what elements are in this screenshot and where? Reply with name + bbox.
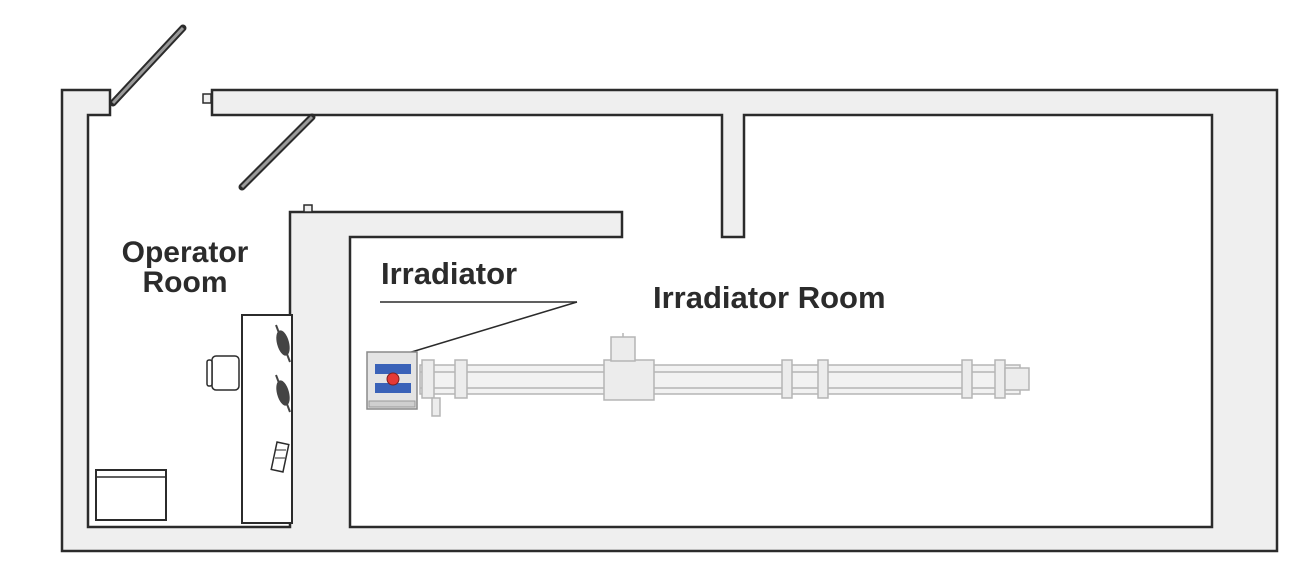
chair-icon [206,355,240,391]
operator-room-label-line1: Operator [121,236,249,269]
door-leaf-outer-inner [111,26,185,105]
irradiator-rail [419,333,1030,417]
door-hinge [202,93,212,104]
irradiator-room-label: Irradiator Room [653,280,886,315]
irradiator-label: Irradiator [381,256,518,291]
monitor-icon [275,374,291,413]
irradiator-leader [380,301,578,361]
operator-room-label: Operator Room [110,238,260,298]
door-hinge [303,204,313,213]
door-leaf-inner-inner [240,115,314,189]
irradiator-source [366,351,418,410]
keyboard-icon [270,441,290,473]
cabinet [95,469,167,521]
monitor-icon [275,324,291,363]
outer-wall [60,88,1279,553]
operator-room-label-line2: Room [142,266,228,299]
